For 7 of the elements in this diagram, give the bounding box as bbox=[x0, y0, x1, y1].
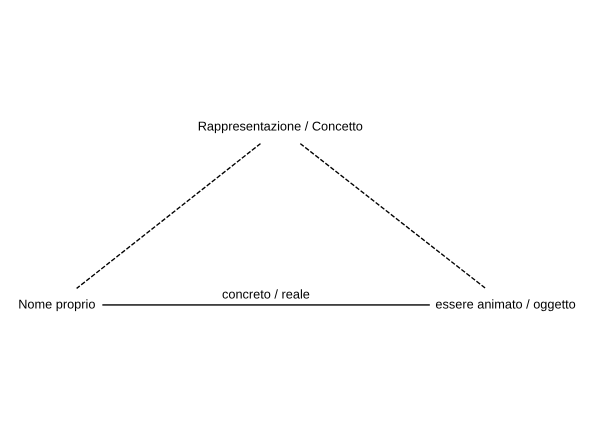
edge-label: concreto / reale bbox=[222, 286, 310, 302]
connector bbox=[76, 142, 261, 288]
connector bbox=[102, 304, 430, 306]
connector bbox=[300, 142, 486, 288]
node-text: Rappresentazione / Concetto bbox=[198, 118, 363, 133]
node-text: essere animato / oggetto bbox=[435, 296, 576, 311]
node-text: Nome proprio bbox=[18, 296, 96, 311]
